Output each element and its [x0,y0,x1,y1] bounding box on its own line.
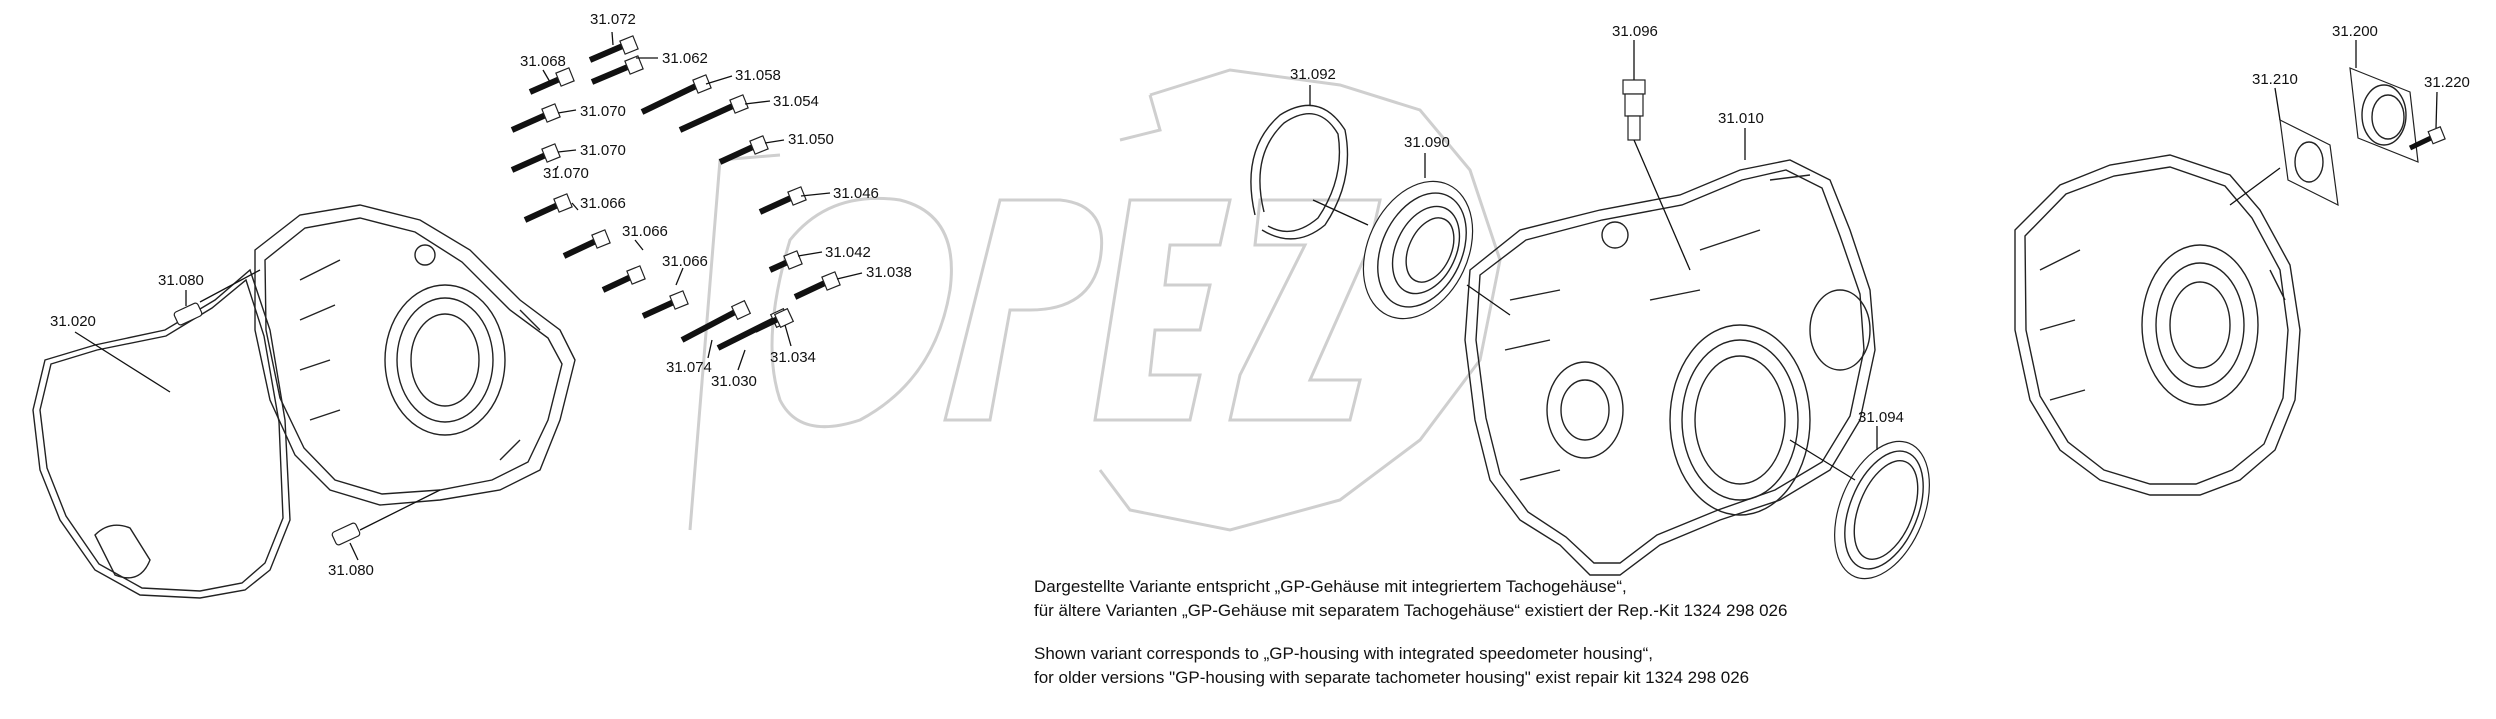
cover-31200 [2349,67,2419,163]
bolt-31066c [641,290,689,319]
label-31042: 31.042 [825,244,871,261]
label-31096: 31.096 [1612,23,1658,40]
bolt-31220 [2408,126,2446,151]
bearing-31090 [1362,180,1474,320]
note-de-line1: Dargestellte Variante entspricht „GP-Geh… [1034,577,1627,596]
bolt-31034 [753,307,795,333]
bolt-31070b [510,143,561,173]
sensor-31096 [1622,79,1646,141]
bolt-31046 [758,186,807,215]
bolt-31058 [640,74,712,115]
gasket-31210 [2279,118,2339,207]
dowel-31080-a [173,302,203,326]
note-de-line2: für ältere Varianten „GP-Gehäuse mit sep… [1034,601,1788,620]
bolt-31042 [768,250,803,273]
bolt-31070c [523,193,573,223]
label-31050: 31.050 [788,131,834,148]
label-31094: 31.094 [1858,409,1904,426]
label-31068: 31.068 [520,53,566,70]
bolt-31070a [510,103,561,133]
label-31038: 31.038 [866,264,912,281]
label-31030: 31.030 [711,373,757,390]
label-31092: 31.092 [1290,66,1336,83]
label-31074: 31.074 [666,359,712,376]
dowel-31080-b [331,522,361,546]
label-31034: 31.034 [770,349,816,366]
bolt-31038 [793,271,841,300]
label-31210: 31.210 [2252,71,2298,88]
label-31220: 31.220 [2424,74,2470,91]
label-31080-b: 31.080 [328,562,374,579]
label-31010: 31.010 [1718,110,1764,127]
cover-31030 [254,204,576,506]
housing-reference-view [2014,154,2301,496]
bolt-31072 [588,35,639,63]
bolt-31066a [562,229,611,259]
label-31070-b: 31.070 [580,142,626,159]
label-31066-c: 31.066 [662,253,708,270]
bolt-31054 [678,94,749,133]
label-31066-b: 31.066 [622,223,668,240]
label-31070-a: 31.070 [580,103,626,120]
label-31090: 31.090 [1404,134,1450,151]
label-31200: 31.200 [2332,23,2378,40]
bolt-31068 [528,67,575,95]
bolt-31066b [601,265,646,293]
label-31070-c: 31.070 [543,165,589,182]
seal-31094 [1834,440,1930,580]
leader-lines [74,31,2438,561]
circlip-31092 [1250,104,1349,240]
label-31054: 31.054 [773,93,819,110]
label-31066-a: 31.066 [580,195,626,212]
bolt-31050 [718,135,769,165]
label-31072: 31.072 [590,11,636,28]
note-en-line2: for older versions "GP-housing with sepa… [1034,668,1750,687]
note-en-line1: Shown variant corresponds to „GP-housing… [1034,644,1653,663]
label-31062: 31.062 [662,50,708,67]
label-31046: 31.046 [833,185,879,202]
label-31058: 31.058 [735,67,781,84]
bolt-31062 [590,55,644,85]
label-31020: 31.020 [50,313,96,330]
label-31080-a: 31.080 [158,272,204,289]
housing-31010 [1464,159,1876,576]
bolt-31074 [680,299,752,343]
